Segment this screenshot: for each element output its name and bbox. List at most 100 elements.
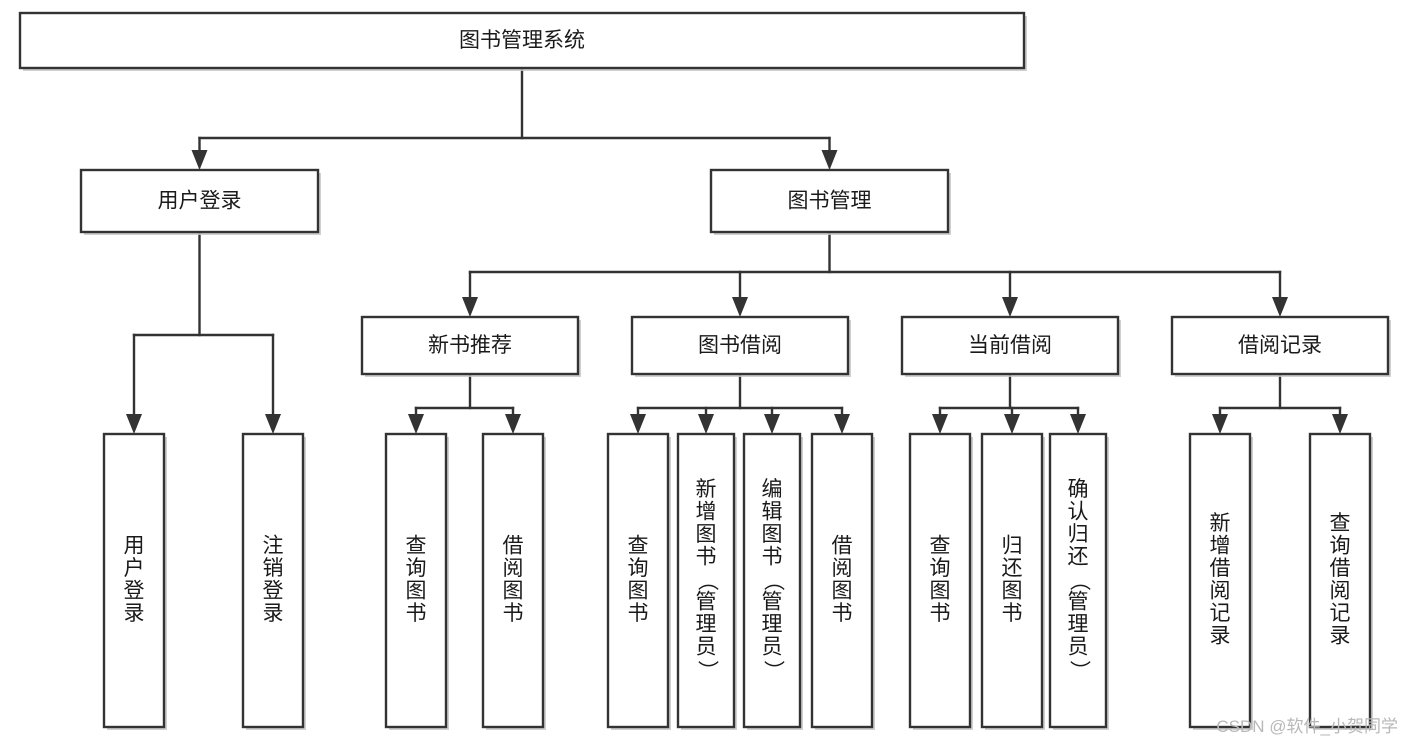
arrow-head-icon: [1004, 414, 1020, 434]
node-label-char: （: [761, 570, 784, 591]
arrow-head-icon: [932, 414, 948, 434]
node-label-char: （: [695, 570, 718, 591]
node-rect[interactable]: [900, 315, 1120, 376]
node-label-char: 借: [1330, 557, 1351, 580]
arrow-head-icon: [1272, 297, 1288, 317]
node-book-borrow[interactable]: 图书借阅: [630, 315, 851, 377]
node-label-char: ）: [1067, 660, 1090, 681]
node-label-char: 增: [1210, 534, 1231, 557]
node-label-char: 登: [263, 579, 284, 602]
node-label-char: 还: [1068, 546, 1089, 569]
node-rect[interactable]: [709, 168, 950, 234]
node-label-char: 查: [1330, 512, 1351, 535]
node-rect[interactable]: [606, 432, 670, 729]
node-label: 用户登录: [158, 190, 242, 213]
node-label-char: 查: [930, 534, 951, 557]
node-label-char: 书: [832, 602, 853, 625]
node-rect[interactable]: [908, 432, 972, 729]
node-rect[interactable]: [1170, 315, 1390, 376]
connectors-layer: [126, 66, 1348, 434]
node-rect[interactable]: [102, 432, 166, 729]
node-label-char: 理: [696, 613, 717, 636]
node-label-char: 借: [503, 534, 524, 557]
node-label-char: 归: [1002, 534, 1023, 557]
node-label-char: 图: [628, 579, 649, 602]
node-label-char: 户: [124, 557, 145, 580]
node-label: 图书管理系统: [459, 29, 585, 52]
arrow-head-icon: [191, 150, 208, 170]
node-rect[interactable]: [241, 432, 305, 729]
node-borrow-record[interactable]: 借阅记录: [1170, 315, 1391, 377]
node-label-char: 理: [1068, 613, 1089, 636]
node-label-char: 阅: [832, 557, 853, 580]
node-label-char: 管: [762, 591, 783, 614]
node-root[interactable]: 图书管理系统: [18, 11, 1027, 71]
node-rect[interactable]: [360, 315, 580, 376]
node-rect[interactable]: [1308, 432, 1372, 729]
node-rect[interactable]: [481, 432, 545, 729]
node-label-char: 录: [1210, 624, 1231, 647]
node-rect[interactable]: [384, 432, 448, 729]
node-rect[interactable]: [1048, 432, 1108, 729]
node-rect[interactable]: [742, 432, 802, 729]
nodes-layer: 图书管理系统用户登录图书管理新书推荐图书借阅当前借阅借阅记录用户登录注销登录查询…: [18, 11, 1391, 730]
node-label-char: 登: [124, 579, 145, 602]
node-rect[interactable]: [79, 168, 320, 234]
node-book-manage[interactable]: 图书管理: [709, 168, 951, 235]
node-label-char: 询: [406, 557, 427, 580]
node-label-char: ）: [761, 660, 784, 681]
node-label-char: （: [1067, 570, 1090, 591]
node-rect[interactable]: [980, 432, 1044, 729]
node-label-char: 录: [124, 602, 145, 625]
node-label-char: 员: [1068, 636, 1089, 659]
arrow-head-icon: [732, 297, 748, 317]
node-label-char: 记: [1330, 602, 1351, 625]
node-label-char: 归: [1068, 523, 1089, 546]
node-label-char: 录: [1330, 624, 1351, 647]
node-label-char: 图: [503, 579, 524, 602]
node-rect[interactable]: [676, 432, 736, 729]
node-label-char: 新: [696, 478, 717, 501]
node-label-char: ）: [695, 660, 718, 681]
node-label-char: 图: [930, 579, 951, 602]
node-label-char: 员: [696, 636, 717, 659]
arrow-head-icon: [505, 414, 521, 434]
node-label-char: 书: [503, 602, 524, 625]
node-leaf-user-login[interactable]: 用户登录: [102, 432, 167, 730]
node-new-book-recommend[interactable]: 新书推荐: [360, 315, 581, 377]
node-label-char: 询: [628, 557, 649, 580]
node-label: 当前借阅: [968, 334, 1052, 357]
node-label-char: 书: [930, 602, 951, 625]
node-label-char: 图: [832, 579, 853, 602]
node-label-char: 用: [124, 534, 145, 557]
node-rect[interactable]: [1188, 432, 1252, 729]
node-rect[interactable]: [630, 315, 850, 376]
arrow-head-icon: [462, 297, 478, 317]
node-rect[interactable]: [18, 11, 1026, 70]
node-label-char: 书: [762, 546, 783, 569]
node-label-char: 查: [628, 534, 649, 557]
node-label-char: 理: [762, 613, 783, 636]
node-label: 图书借阅: [698, 334, 782, 357]
node-rect[interactable]: [810, 432, 874, 729]
node-label-char: 询: [1330, 534, 1351, 557]
node-current-borrow[interactable]: 当前借阅: [900, 315, 1121, 377]
node-label-char: 图: [1002, 579, 1023, 602]
node-label-char: 确: [1068, 478, 1089, 501]
node-user-login[interactable]: 用户登录: [79, 168, 321, 235]
node-label-char: 录: [263, 602, 284, 625]
node-label-char: 阅: [1210, 579, 1231, 602]
